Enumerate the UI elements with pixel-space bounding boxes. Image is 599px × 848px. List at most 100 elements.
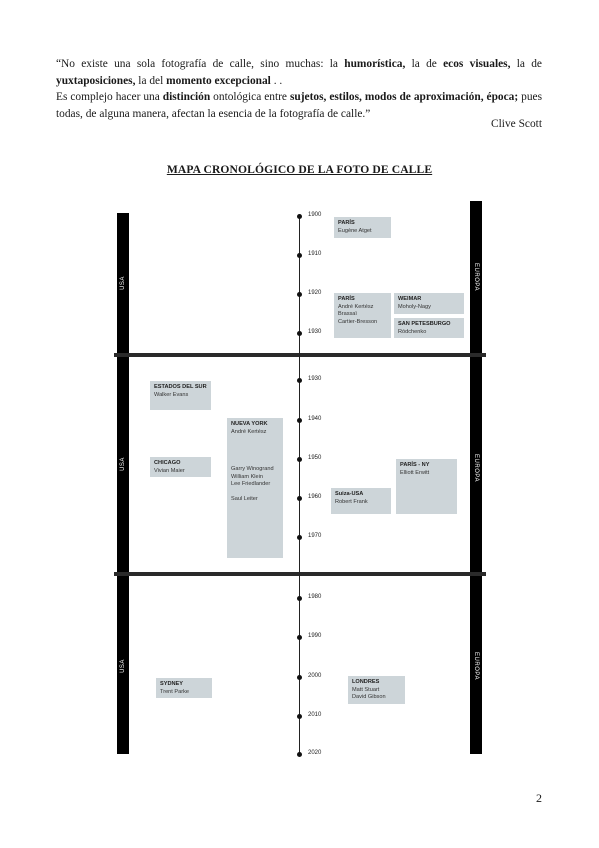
box-title: PARÍS <box>338 296 355 302</box>
box-title: PARÍS <box>338 220 355 226</box>
region-label-usa: USA <box>120 276 126 290</box>
usa-bar-1 <box>117 213 129 354</box>
timeline-tick-dot <box>297 596 302 601</box>
quote-text: la del <box>135 74 167 87</box>
box-line: Trent Parke <box>160 688 190 695</box>
quote-bold-text: momento excepcional <box>166 74 271 87</box>
quote-text: Es complejo hacer una <box>56 91 163 103</box>
era-separator-1 <box>114 353 486 357</box>
box-title: SYDNEY <box>160 681 184 687</box>
box-line: Matt Stuart <box>352 686 380 693</box>
box-nueva-york: NUEVA YORK André Kertész Garry Winogrand… <box>227 418 283 558</box>
timeline-tick-dot <box>297 752 302 757</box>
quote-text: la de <box>510 58 542 70</box>
timeline-tick-dot <box>297 292 302 297</box>
box-weimar: WEIMAR Moholy-Nagy <box>394 293 464 314</box>
timeline-tick-dot <box>297 535 302 540</box>
box-paris-atget: PARÍS Eugène Atget <box>334 217 391 238</box>
quote-paragraph-2: Es complejo hacer una distinción ontológ… <box>56 89 542 122</box>
timeline-tick-dot <box>297 331 302 336</box>
quote-text: . . <box>270 74 283 87</box>
timeline-tick-dot <box>297 418 302 423</box>
box-line: Lee Friedlander <box>231 481 271 488</box>
box-line: Vivian Maier <box>154 467 185 474</box>
quote-bold-text: ecos visuales, <box>443 58 511 70</box>
box-title: SAN PETESBURGO <box>398 321 451 327</box>
box-londres: LONDRES Matt Stuart David Gibson <box>348 676 405 704</box>
box-title: ESTADOS DEL SUR <box>154 384 207 390</box>
quote-bold-text: humorística, <box>344 58 406 70</box>
quote-text: ontológica entre <box>210 91 290 103</box>
box-line: Elliott Erwitt <box>400 469 430 476</box>
timeline-tick-label: 1950 <box>308 455 322 461</box>
timeline-axis <box>299 216 300 754</box>
box-sydney: SYDNEY Trent Parke <box>156 678 212 698</box>
region-label-europa: EUROPA <box>473 454 479 482</box>
box-chicago: CHICAGO Vivian Maier <box>150 457 211 477</box>
box-line: David Gibson <box>352 694 386 701</box>
page-number: 2 <box>536 791 542 805</box>
timeline-tick-dot <box>297 714 302 719</box>
quote-bold-text: distinción <box>162 91 211 103</box>
europa-bar-3 <box>470 576 482 754</box>
box-line: André Kertész <box>231 428 267 435</box>
timeline-tick-label: 1970 <box>308 533 322 539</box>
timeline-tick-dot <box>297 635 302 640</box>
box-line: William Klein <box>231 473 264 480</box>
box-estados-del-sur: ESTADOS DEL SUR Walker Evans <box>150 381 211 410</box>
box-line: Saul Leiter <box>231 495 258 502</box>
box-line: Cartier-Bresson <box>338 318 378 325</box>
era-separator-2 <box>114 572 486 576</box>
quote-text: “No existe una sola fotografía de calle,… <box>56 58 345 70</box>
timeline-tick-label: 1930 <box>308 329 322 335</box>
timeline-tick-label: 1980 <box>308 594 322 600</box>
quote-bold-text: sujetos, estilos, modos de aproximación,… <box>289 91 519 103</box>
timeline-tick-dot <box>297 253 302 258</box>
region-label-europa: EUROPA <box>473 652 479 680</box>
quote-block: “No existe una sola fotografía de calle,… <box>56 56 542 122</box>
timeline-tick-label: 1940 <box>308 416 322 422</box>
box-line: Garry Winogrand <box>231 466 274 473</box>
region-label-usa: USA <box>120 457 126 471</box>
timeline-tick-label: 1920 <box>308 290 322 296</box>
quote-paragraph-1: “No existe una sola fotografía de calle,… <box>56 56 542 89</box>
timeline-tick-label: 1990 <box>308 633 322 639</box>
timeline-tick-label: 1930 <box>308 376 322 382</box>
box-san-petesburgo: SAN PETESBURGO Ródchenko <box>394 318 464 338</box>
box-line: Eugène Atget <box>338 227 372 234</box>
box-title: Suiza-USA <box>335 491 364 497</box>
box-line: Moholy-Nagy <box>398 303 431 310</box>
quote-text: pues todas, de alguna manera, afectan la… <box>56 91 542 120</box>
timeline-tick-label: 1910 <box>308 251 322 257</box>
timeline-tick-dot <box>297 378 302 383</box>
quote-author: Clive Scott <box>491 118 542 130</box>
box-suiza-usa: Suiza-USA Robert Frank <box>331 488 391 514</box>
timeline-tick-label: 2010 <box>308 712 322 718</box>
box-line: Robert Frank <box>335 498 368 505</box>
timeline-tick-label: 1960 <box>308 494 322 500</box>
europa-bar-1 <box>470 201 482 354</box>
box-paris-ny: PARÍS - NY Elliott Erwitt <box>396 459 457 514</box>
usa-bar-2 <box>117 357 129 572</box>
region-label-usa: USA <box>120 659 126 673</box>
timeline-tick-label: 2020 <box>308 750 322 756</box>
usa-bar-3 <box>117 576 129 754</box>
box-line: Brassaï <box>338 311 357 318</box>
europa-bar-2 <box>470 357 482 572</box>
region-label-europa: EUROPA <box>473 263 479 291</box>
box-line: Walker Evans <box>154 391 189 398</box>
timeline-tick-dot <box>297 214 302 219</box>
timeline-tick-label: 2000 <box>308 673 322 679</box>
box-title: WEIMAR <box>398 296 422 302</box>
timeline-tick-label: 1900 <box>308 212 322 218</box>
quote-bold-text: yuxtaposiciones, <box>56 74 136 87</box>
box-title: NUEVA YORK <box>231 421 268 427</box>
timeline-tick-dot <box>297 675 302 680</box>
box-line: Ródchenko <box>398 328 427 335</box>
box-line: André Kertész <box>338 303 374 310</box>
quote-text: la de <box>405 58 444 70</box>
map-title: MAPA CRONOLÓGICO DE LA FOTO DE CALLE <box>166 163 433 176</box>
timeline-tick-dot <box>297 496 302 501</box>
box-paris-1920: PARÍS André Kertész Brassaï Cartier-Bres… <box>334 293 391 338</box>
